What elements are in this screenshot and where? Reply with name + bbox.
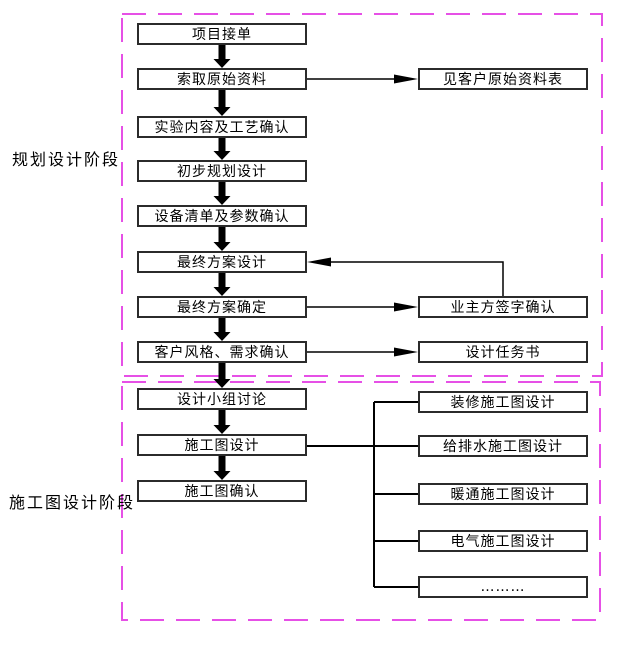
arrow-head-to-side-3 [394, 347, 418, 357]
flow-step-final-scheme-confirm: 最终方案确定 [137, 296, 307, 318]
down-arrow [213, 138, 231, 160]
down-arrow [213, 273, 231, 296]
down-arrow [213, 45, 231, 68]
down-arrow [213, 90, 231, 116]
side-box-owner-signature: 业主方签字确认 [418, 296, 588, 318]
flow-step-preliminary-design: 初步规划设计 [137, 160, 307, 182]
flow-step-construction-drawing-design: 施工图设计 [137, 434, 307, 456]
flow-step-obtain-raw-data: 索取原始资料 [137, 68, 307, 90]
flow-step-experiment-confirm: 实验内容及工艺确认 [137, 116, 307, 138]
side-box-design-task-book: 设计任务书 [418, 341, 588, 363]
side-arrows [307, 74, 418, 357]
flow-step-construction-drawing-confirm: 施工图确认 [137, 480, 307, 502]
down-arrow [213, 182, 231, 205]
flow-step-design-group-discuss: 设计小组讨论 [137, 388, 307, 410]
stage-label-construction: 施工图设计阶段 [9, 493, 136, 512]
arrow-head-to-side-2 [394, 302, 418, 312]
branch-box-electrical-drawing: 电气施工图设计 [418, 530, 588, 552]
flow-step-final-scheme-design: 最终方案设计 [137, 251, 307, 273]
stage2-dashed-border [121, 381, 601, 621]
flow-step-client-style-confirm: 客户风格、需求确认 [137, 341, 307, 363]
branch-box-hvac-drawing: 暖通施工图设计 [418, 483, 588, 505]
branch-tree-lines [307, 401, 418, 588]
feedback-arrow [307, 257, 504, 296]
flow-step-project-order: 项目接单 [137, 23, 307, 45]
feedback-arrow-head [307, 257, 331, 267]
branch-box-ellipsis: ……… [418, 576, 588, 598]
down-arrow [213, 363, 231, 388]
stage-label-planning: 规划设计阶段 [12, 150, 121, 169]
stage1-dashed-border [121, 13, 603, 377]
arrow-head-to-side-1 [394, 74, 418, 84]
down-arrow [213, 456, 231, 480]
flow-step-equipment-params: 设备清单及参数确认 [137, 205, 307, 227]
branch-box-plumbing-drawing: 给排水施工图设计 [418, 435, 588, 457]
side-box-client-raw-data-table: 见客户原始资料表 [418, 68, 588, 90]
down-arrow [213, 227, 231, 251]
down-arrow [213, 410, 231, 434]
down-arrow [213, 318, 231, 341]
down-flow-arrows [213, 45, 231, 480]
branch-box-decoration-drawing: 装修施工图设计 [418, 391, 588, 413]
